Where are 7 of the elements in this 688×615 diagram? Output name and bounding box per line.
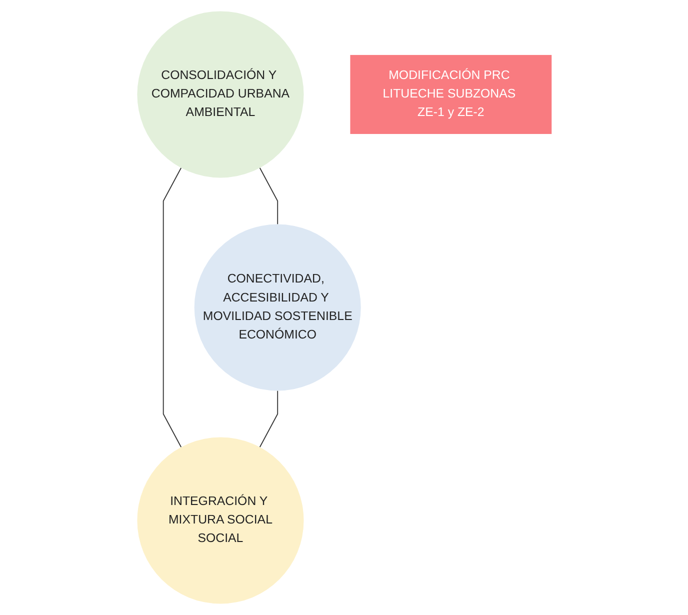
connector [258,167,278,225]
node-circle: CONECTIVIDAD, ACCESIBILIDAD Y MOVILIDAD SOSTENIBLE ECONÓMICO [194,224,360,391]
node-circle: INTEGRACIÓN Y MIXTURA SOCIAL SOCIAL [136,437,304,604]
node-box: MODIFICACIÓN PRC LITUECHE SUBZONAS ZE-1 y ZE-2 [350,54,552,134]
connector [258,390,278,448]
node-circle: CONSOLIDACIÓN Y COMPACIDAD URBANA AMBIENTAL [136,11,304,178]
connector [162,167,182,448]
